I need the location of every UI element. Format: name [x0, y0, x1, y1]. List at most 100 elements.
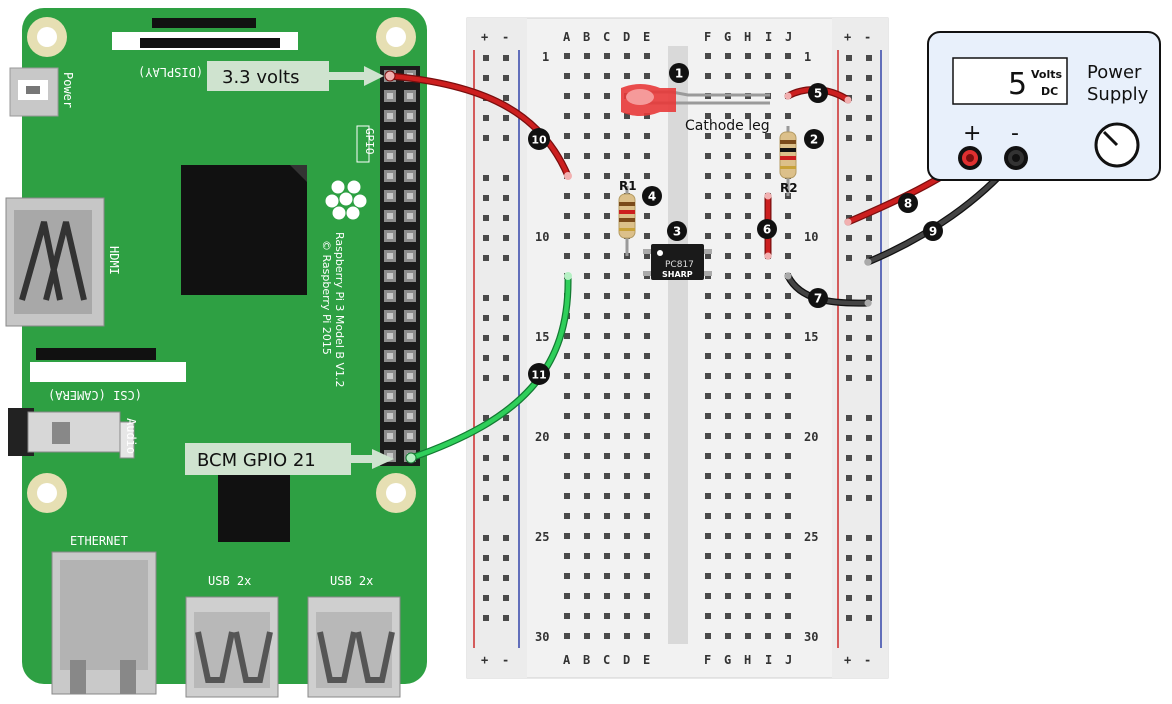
- breadboard-hole: [745, 473, 751, 479]
- breadboard-hole: [624, 453, 630, 459]
- rail-hole: [483, 455, 489, 461]
- rail-hole: [846, 535, 852, 541]
- breadboard-hole: [604, 553, 610, 559]
- breadboard-hole: [785, 233, 791, 239]
- breadboard-hole: [705, 193, 711, 199]
- breadboard: A B C D E F G H I J + - + - A B C D E F …: [466, 17, 889, 679]
- breadboard-hole: [584, 613, 590, 619]
- breadboard-hole: [745, 113, 751, 119]
- breadboard-hole: [705, 473, 711, 479]
- breadboard-hole: [644, 553, 650, 559]
- breadboard-hole: [745, 353, 751, 359]
- rail-hole: [483, 135, 489, 141]
- breadboard-hole: [745, 333, 751, 339]
- breadboard-hole: [745, 433, 751, 439]
- rail-hole: [503, 435, 509, 441]
- gpio-pin-tip: [407, 233, 413, 239]
- rail-hole: [483, 295, 489, 301]
- breadboard-hole: [705, 633, 711, 639]
- gpio-pin-tip: [387, 213, 393, 219]
- breadboard-hole: [644, 633, 650, 639]
- gpio-pin-tip: [387, 233, 393, 239]
- breadboard-hole: [725, 173, 731, 179]
- breadboard-hole: [745, 193, 751, 199]
- rail-hole: [503, 255, 509, 261]
- breadboard-hole: [564, 133, 570, 139]
- rail-hole: [483, 615, 489, 621]
- breadboard-hole: [725, 633, 731, 639]
- breadboard-hole: [725, 493, 731, 499]
- breadboard-hole: [584, 213, 590, 219]
- row-numbers: 1 10 15 20 25 30 1 10 15 20 25 30: [535, 50, 818, 644]
- terminal-minus[interactable]: [1004, 146, 1028, 170]
- breadboard-hole: [584, 553, 590, 559]
- supply-title-2: Supply: [1087, 84, 1149, 105]
- hdmi-port: [5, 197, 105, 327]
- breadboard-hole: [765, 353, 771, 359]
- rail-minus: -: [502, 653, 509, 667]
- rail-plus: +: [481, 30, 488, 44]
- breadboard-hole: [765, 53, 771, 59]
- breadboard-hole: [604, 633, 610, 639]
- rail-hole: [846, 235, 852, 241]
- ethernet-port: [51, 551, 157, 695]
- breadboard-holes: [483, 53, 872, 639]
- callout-3v3: 3.3 volts: [207, 61, 384, 91]
- breadboard-hole: [604, 473, 610, 479]
- dsi-connector: [112, 18, 298, 50]
- breadboard-hole: [705, 293, 711, 299]
- breadboard-hole: [604, 133, 610, 139]
- rail-hole: [503, 335, 509, 341]
- breadboard-hole: [745, 393, 751, 399]
- rail-hole: [503, 175, 509, 181]
- breadboard-hole: [584, 453, 590, 459]
- gpio-pin-tip: [407, 193, 413, 199]
- breadboard-hole: [564, 353, 570, 359]
- breadboard-hole: [564, 373, 570, 379]
- breadboard-hole: [584, 233, 590, 239]
- breadboard-hole: [725, 273, 731, 279]
- breadboard-hole: [604, 433, 610, 439]
- breadboard-hole: [765, 633, 771, 639]
- voltage-knob-icon[interactable]: [1094, 122, 1140, 168]
- row-number: 1: [804, 50, 811, 64]
- row-number: 25: [804, 530, 818, 544]
- rail-hole: [866, 175, 872, 181]
- rail-hole: [866, 235, 872, 241]
- breadboard-hole: [564, 493, 570, 499]
- breadboard-hole: [765, 333, 771, 339]
- power-label: Power: [61, 72, 75, 108]
- gpio-pin-tip: [387, 173, 393, 179]
- marker-11: 11: [528, 363, 550, 385]
- marker-6: 6: [757, 219, 777, 239]
- resistor-r2: [779, 126, 797, 196]
- rail-hole: [846, 115, 852, 121]
- rail-hole: [866, 135, 872, 141]
- usb-port-1: [185, 596, 279, 698]
- breadboard-hole: [745, 253, 751, 259]
- r2-label: R2: [780, 181, 798, 195]
- breadboard-hole: [785, 253, 791, 259]
- breadboard-hole: [584, 53, 590, 59]
- breadboard-hole: [624, 633, 630, 639]
- terminal-plus[interactable]: [958, 146, 982, 170]
- breadboard-hole: [705, 593, 711, 599]
- gpio-pin-tip: [387, 313, 393, 319]
- breadboard-hole: [604, 393, 610, 399]
- breadboard-hole: [644, 513, 650, 519]
- breadboard-hole: [745, 133, 751, 139]
- gpio-pin-tip: [407, 93, 413, 99]
- rail-hole: [483, 255, 489, 261]
- col-label: B: [583, 653, 590, 667]
- copyright-label: © Raspberry Pi 2015: [320, 240, 333, 355]
- usb2-label: USB 2x: [330, 574, 373, 588]
- audio-jack: [8, 408, 135, 459]
- breadboard-hole: [624, 533, 630, 539]
- breadboard-hole: [765, 433, 771, 439]
- gpio-pin-tip: [387, 393, 393, 399]
- breadboard-hole: [765, 553, 771, 559]
- breadboard-hole: [745, 453, 751, 459]
- breadboard-hole: [584, 293, 590, 299]
- col-label: J: [785, 30, 792, 44]
- breadboard-hole: [564, 433, 570, 439]
